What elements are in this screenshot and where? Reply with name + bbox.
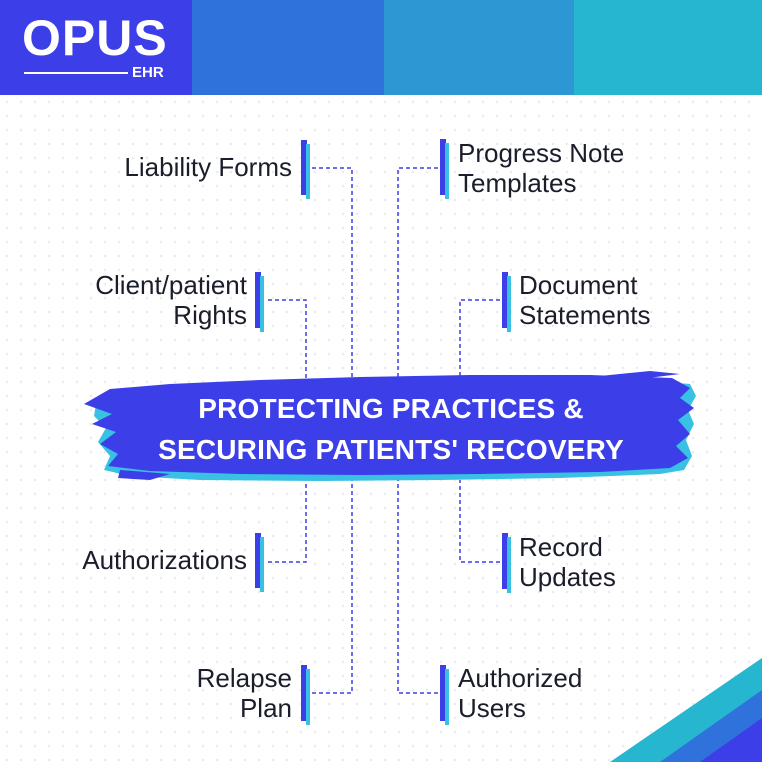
label-authorizations: Authorizations <box>82 545 247 575</box>
label-liability-forms: Liability Forms <box>124 152 292 182</box>
connector-authorized-users <box>397 480 438 694</box>
headline-line-1: PROTECTING PRACTICES & <box>198 393 584 424</box>
connector-relapse-plan <box>312 480 353 694</box>
accent-bar-authorizations <box>255 533 264 592</box>
label-relapse-plan: Relapse Plan <box>196 663 292 723</box>
connector-authorizations <box>268 480 307 563</box>
logo-wordmark: OPUS <box>22 10 168 66</box>
header-band-mid-blue <box>192 0 384 95</box>
opus-ehr-logo: OPUS EHR <box>22 10 172 86</box>
accent-bar-relapse-plan <box>301 665 310 725</box>
label-authorized-users: Authorized Users <box>458 663 583 723</box>
header-band-teal <box>574 0 762 95</box>
header-banner <box>0 0 762 95</box>
label-progress-note-templates: Progress Note Templates <box>458 138 625 198</box>
label-document-statements: Document Statements <box>519 270 651 330</box>
accent-bar-document-statements <box>502 272 511 332</box>
connector-record-updates <box>459 480 500 563</box>
accent-bar-progress-note-templates <box>440 139 449 199</box>
accent-bar-client-patient-rights <box>255 272 264 332</box>
accent-bar-authorized-users <box>440 665 449 725</box>
connector-document-statements <box>459 299 500 380</box>
header-band-blue <box>0 0 192 95</box>
logo-underline <box>24 72 128 74</box>
label-record-updates: Record Updates <box>519 532 616 592</box>
connector-client-patient-rights <box>268 299 307 380</box>
accent-bar-record-updates <box>502 533 511 593</box>
accent-bar-liability-forms <box>301 140 310 199</box>
logo-subtitle: EHR <box>132 64 164 81</box>
headline: PROTECTING PRACTICES & SECURING PATIENTS… <box>100 388 682 470</box>
label-client-patient-rights: Client/patient Rights <box>95 270 247 330</box>
header-band-sky-blue <box>384 0 574 95</box>
headline-line-2: SECURING PATIENTS' RECOVERY <box>158 434 624 465</box>
